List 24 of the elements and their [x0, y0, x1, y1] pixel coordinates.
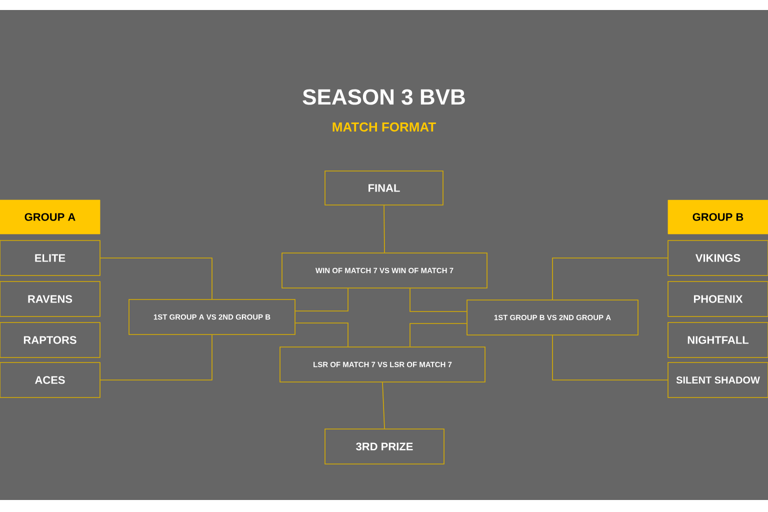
group-header: GROUP B	[668, 200, 768, 234]
team-box: RAVENS	[0, 281, 100, 317]
connector-line	[382, 382, 385, 429]
connector-line	[410, 323, 467, 347]
team-box: FINAL	[324, 170, 444, 206]
team-box: RAPTORS	[0, 322, 100, 358]
connector-line	[295, 322, 348, 347]
team-box: VIKINGS	[668, 240, 768, 276]
connector-line	[100, 334, 212, 380]
group-header: GROUP A	[0, 200, 100, 234]
connector-line	[100, 258, 212, 300]
team-box: SILENT SHADOW	[668, 362, 768, 398]
team-box: ACES	[0, 362, 100, 398]
connector-line	[552, 335, 668, 380]
connector-line	[384, 205, 385, 253]
team-box: NIGHTFALL	[668, 322, 768, 358]
subtitle: MATCH FORMAT	[332, 122, 436, 132]
connector-line	[552, 258, 668, 300]
connector-line	[410, 288, 467, 312]
team-box: PHOENIX	[668, 281, 768, 317]
connector-line	[295, 288, 348, 312]
title: SEASON 3 BVB	[302, 89, 465, 105]
team-box: 3RD PRIZE	[324, 428, 444, 464]
team-box: ELITE	[0, 240, 100, 276]
